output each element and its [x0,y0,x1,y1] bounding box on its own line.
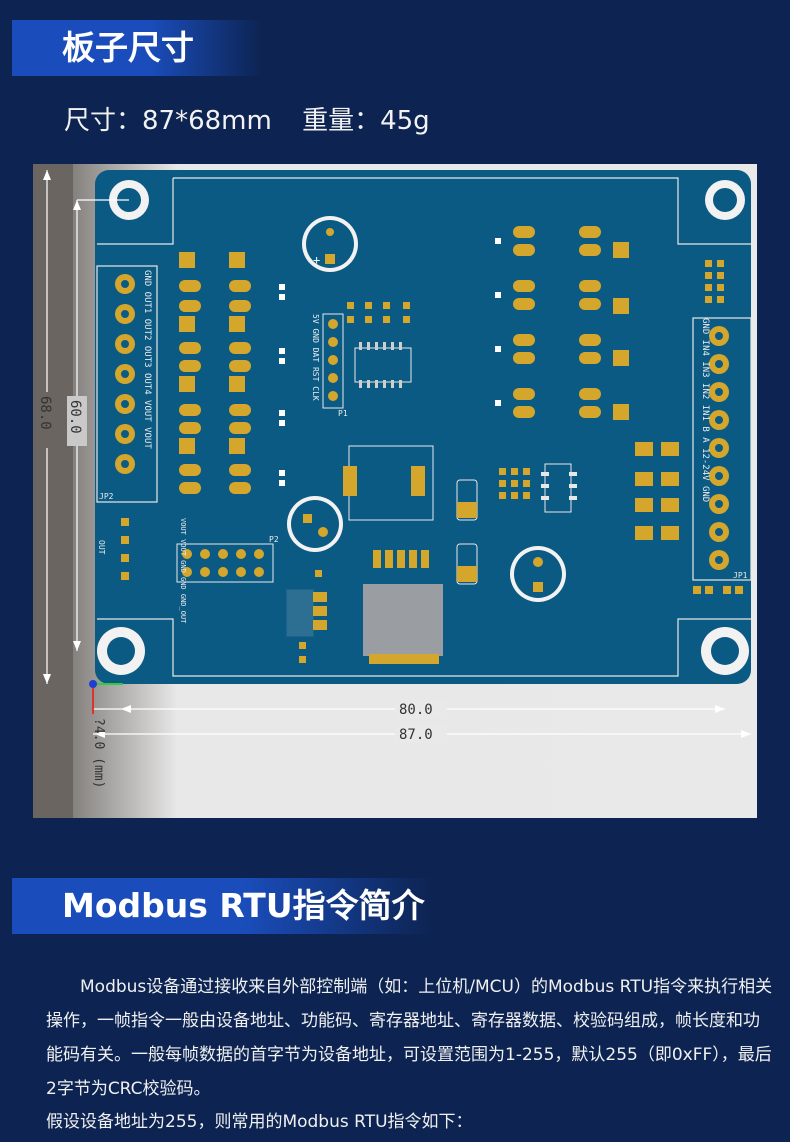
board-weight-text: 重量：45g [302,106,430,136]
jp1-pin-labels: GND IN4 IN3 IN2 IN1 B A 12-24V GND [700,318,710,502]
p1-pin-labels: 5V GND DAT RST CLK [311,314,320,401]
dim-hole-height: 60.0 [67,400,83,434]
pcb-dimension-drawing: GND OUT1 OUT2 OUT3 OUT4 VOUT VOUT JP2 + … [33,164,757,818]
svg-text:+: + [313,253,320,267]
board-size-text: 尺寸：87*68mm [64,106,272,136]
dim-hole-width: 80.0 [399,702,433,718]
section-header-board-size: 板子尺寸 [12,20,262,76]
board-specs: 尺寸：87*68mm 重量：45g [64,100,452,137]
p1-label: P1 [338,409,348,418]
section-header-modbus: Modbus RTU指令简介 [12,878,432,934]
p2-label: P2 [269,535,279,544]
dim-total-height: 68.0 [37,396,53,430]
jp2-pin-labels: GND OUT1 OUT2 OUT3 OUT4 VOUT VOUT [142,270,152,449]
pcb-render: GND OUT1 OUT2 OUT3 OUT4 VOUT VOUT JP2 + … [33,164,757,818]
section-title: 板子尺寸 [62,28,194,67]
modbus-intro-paragraph: Modbus设备通过接收来自外部控制端（如：上位机/MCU）的Modbus RT… [46,977,773,1099]
out-label: OUT [97,540,106,555]
p2-top-labels: VOUT VOUT GND GND GND_OUT [179,518,187,624]
jp2-label: JP2 [99,492,114,501]
thickness-note: ?4.0 (mm) [91,718,106,788]
modbus-intro-note: 假设设备地址为255，则常用的Modbus RTU指令如下： [46,1112,473,1132]
section-title: Modbus RTU指令简介 [62,886,425,925]
dim-total-width: 87.0 [399,727,433,743]
jp1-label: JP1 [733,571,748,580]
